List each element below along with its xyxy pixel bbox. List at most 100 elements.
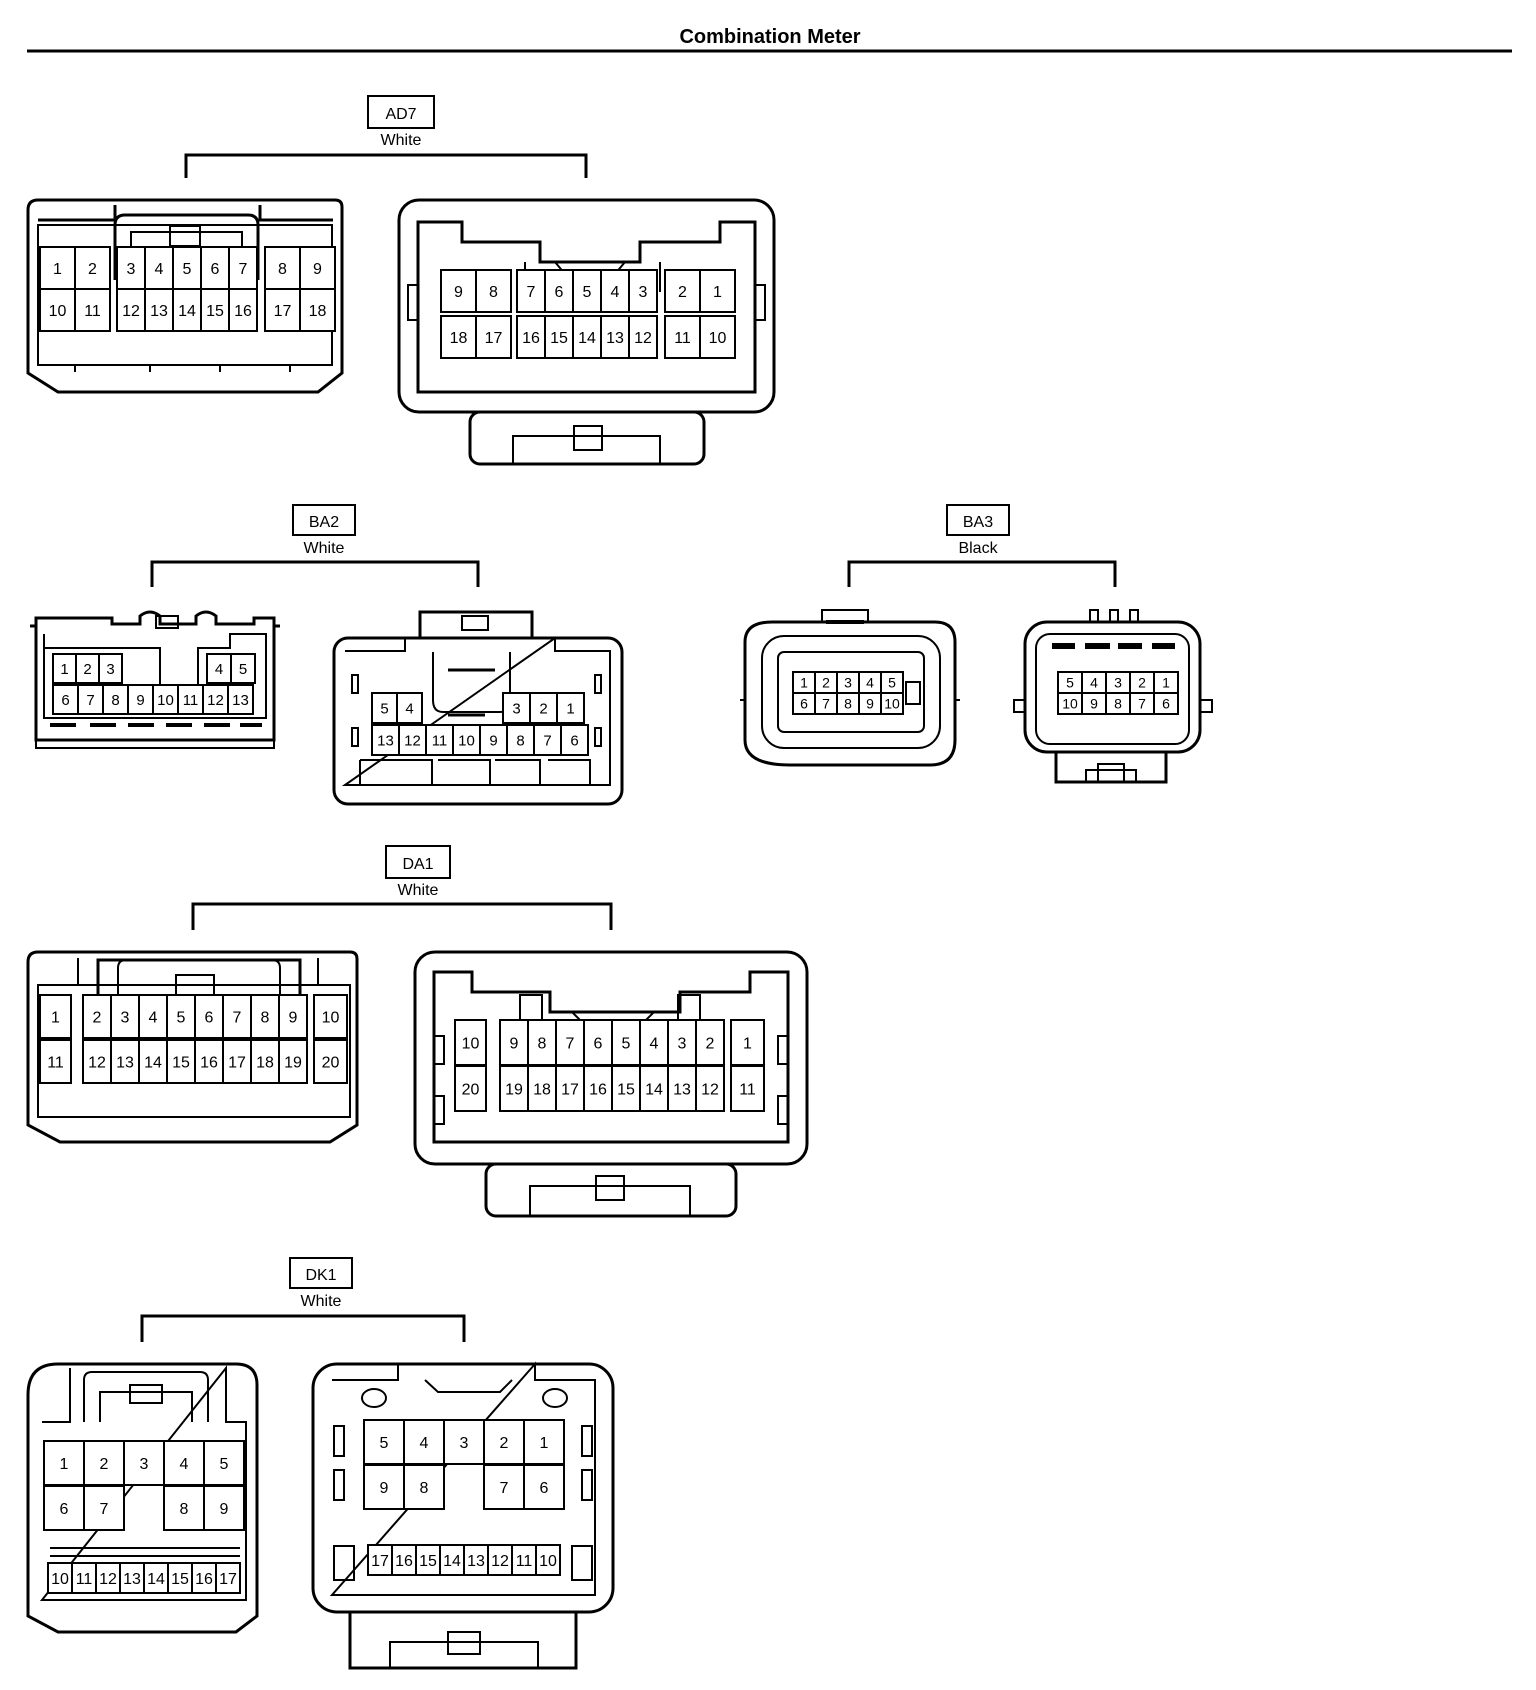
pin-number: 12 [491, 1553, 509, 1570]
pin-cell [1153, 692, 1179, 715]
pin-cell [583, 1019, 613, 1066]
pin-number: 2 [539, 700, 547, 717]
connector-color: White [304, 540, 345, 557]
pin-cell [116, 246, 146, 290]
pin-number: 12 [701, 1081, 719, 1098]
connector-code: BA2 [309, 514, 339, 531]
pin-number: 10 [462, 1035, 480, 1052]
connector-da1-right-housing [413, 950, 809, 1218]
pin-number: 8 [111, 692, 119, 709]
pin-cell [82, 994, 112, 1039]
connector-bracket [140, 1314, 466, 1342]
pin-number: 10 [458, 732, 475, 749]
pin-number: 5 [888, 675, 896, 691]
pin-cell [544, 315, 574, 359]
pin-cell [516, 315, 546, 359]
pin-cell [572, 315, 602, 359]
pin-number: 15 [617, 1081, 635, 1098]
pin-number: 3 [639, 284, 648, 301]
pin-number: 12 [404, 732, 421, 749]
pin-number: 12 [88, 1054, 106, 1071]
pin-cell [396, 692, 423, 724]
pin-cell [454, 1065, 487, 1112]
pin-number: 4 [1090, 675, 1098, 691]
pin-number: 13 [377, 732, 394, 749]
pin-number: 4 [180, 1456, 189, 1473]
page-title: Combination Meter [679, 26, 860, 48]
connector-color: Black [958, 540, 998, 557]
pin-number: 6 [1162, 696, 1170, 712]
pin-number: 18 [533, 1081, 551, 1098]
connector-ba2-left-housing [30, 610, 280, 749]
pin-number: 9 [220, 1501, 229, 1518]
pin-number: 13 [123, 1571, 141, 1588]
pin-cell [152, 684, 179, 715]
pin-number: 9 [289, 1009, 298, 1026]
pin-cell [203, 1485, 245, 1531]
pin-cell [144, 246, 174, 290]
pin-number: 13 [232, 692, 249, 709]
pin-number: 11 [76, 1571, 93, 1588]
connector-color: White [381, 132, 422, 149]
pin-number: 1 [800, 675, 808, 691]
pin-cell [83, 1440, 125, 1486]
pin-number: 3 [1114, 675, 1122, 691]
pin-cell [880, 692, 904, 715]
pin-number: 19 [284, 1054, 302, 1071]
pin-cell [98, 653, 123, 684]
pin-number: 5 [622, 1035, 631, 1052]
pin-cell [299, 288, 336, 332]
pin-number: 16 [522, 330, 540, 347]
pin-number: 16 [200, 1054, 218, 1071]
pin-number: 6 [60, 1501, 69, 1518]
pin-number: 12 [99, 1571, 117, 1588]
connector-code: DK1 [305, 1267, 336, 1284]
pin-number: 2 [93, 1009, 102, 1026]
pin-number: 9 [866, 696, 874, 712]
pin-number: 7 [822, 696, 830, 712]
connector-dk1-right-housing [311, 1361, 615, 1670]
pin-number: 8 [278, 261, 287, 278]
pin-number: 6 [555, 284, 564, 301]
pin-cell [628, 269, 658, 313]
pin-number: 5 [220, 1456, 229, 1473]
pin-number: 10 [322, 1009, 340, 1026]
pin-number: 10 [884, 696, 900, 712]
pin-number: 5 [177, 1009, 186, 1026]
pin-cell [222, 1039, 252, 1084]
pin-cell [664, 315, 701, 359]
pin-cell [371, 692, 398, 724]
pin-cell [483, 1419, 525, 1465]
pin-number: 8 [489, 284, 498, 301]
pin-number: 7 [566, 1035, 575, 1052]
pin-number: 7 [86, 692, 94, 709]
pin-cell [506, 724, 535, 756]
pin-number: 6 [205, 1009, 214, 1026]
pin-number: 19 [505, 1081, 523, 1098]
pin-cell [544, 269, 574, 313]
pin-number: 16 [395, 1553, 413, 1570]
pin-number: 10 [1062, 696, 1078, 712]
pin-number: 1 [60, 661, 68, 678]
pin-cell [443, 1419, 485, 1465]
pin-number: 6 [540, 1480, 549, 1497]
pin-cell [83, 1485, 125, 1531]
pin-cell [363, 1464, 405, 1510]
pin-number: 5 [583, 284, 592, 301]
connector-bracket [191, 902, 613, 930]
pin-cell [39, 246, 76, 290]
pin-number: 9 [454, 284, 463, 301]
pin-cell [487, 1544, 513, 1576]
pin-number: 10 [49, 303, 67, 320]
pin-cell [194, 994, 224, 1039]
pin-number: 7 [543, 732, 551, 749]
pin-number: 14 [443, 1553, 461, 1570]
pin-number: 3 [121, 1009, 130, 1026]
pin-cell [454, 1019, 487, 1066]
pin-number: 6 [594, 1035, 603, 1052]
pin-number: 17 [561, 1081, 579, 1098]
pin-number: 2 [100, 1456, 109, 1473]
